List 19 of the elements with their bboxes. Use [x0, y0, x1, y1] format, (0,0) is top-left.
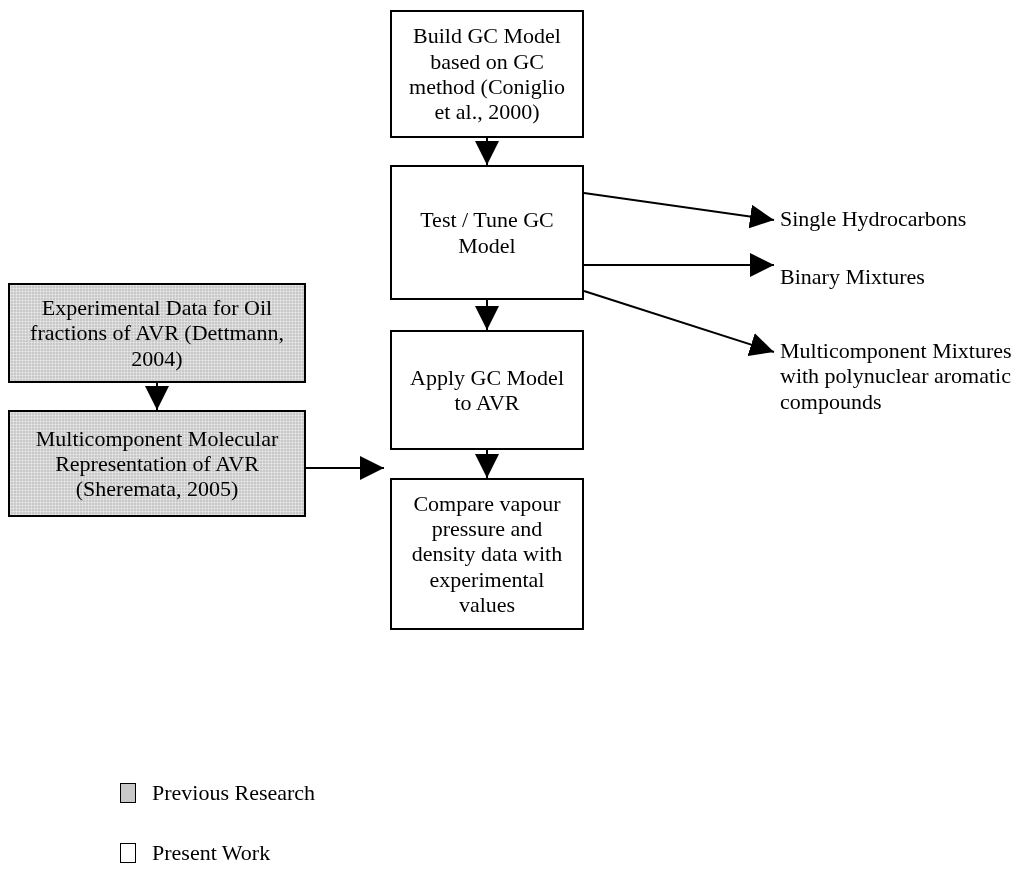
arrow [583, 290, 775, 357]
previous-research-box: Experimental Data for Oil fractions of AVR (Dettmann, 2004) [8, 283, 306, 383]
arrow [583, 192, 775, 229]
process-box: Compare vapour pressure and density data with experimental values [390, 478, 584, 630]
arrow [145, 382, 169, 411]
legend-label: Previous Research [152, 780, 316, 806]
process-box: Build GC Model based on GC method (Coniglio et al., 2000) [390, 10, 584, 138]
arrow [305, 456, 385, 480]
outcome-label: Single Hydrocarbons [780, 206, 967, 232]
outcome-label: Multicomponent Mixtures with polynuclear aromatic compounds [780, 338, 1013, 414]
arrow [475, 137, 499, 166]
outcome-label: Binary Mixtures [780, 264, 925, 290]
previous-research-box: Multicomponent Molecular Representation of AVR (Sheremata, 2005) [8, 410, 306, 517]
arrow [475, 449, 499, 479]
arrow [475, 299, 499, 331]
process-box: Test / Tune GC Model [390, 165, 584, 300]
arrow [583, 253, 775, 277]
process-box: Apply GC Model to AVR [390, 330, 584, 450]
legend-label: Present Work [152, 840, 271, 866]
